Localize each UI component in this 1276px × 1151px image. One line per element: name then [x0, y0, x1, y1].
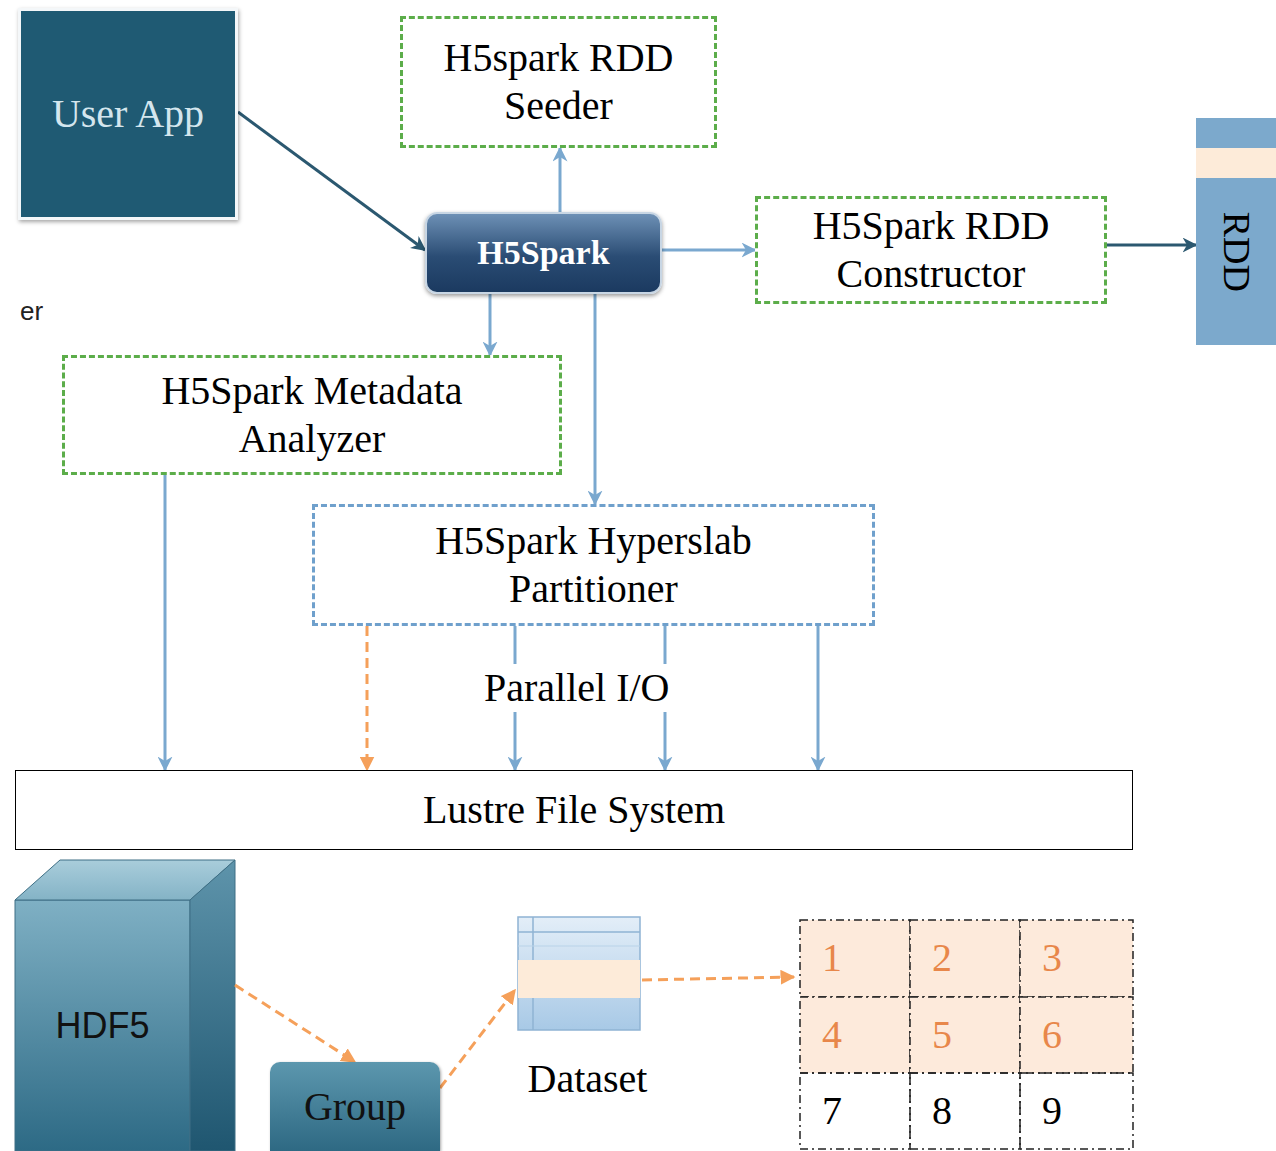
cell-number: 9	[1042, 1087, 1062, 1135]
text-holder: Dataset	[528, 1055, 648, 1103]
text-holder: H5Spark RDD Constructor	[788, 202, 1074, 298]
process-box: H5Spark Metadata Analyzer	[62, 355, 562, 475]
node-label: RDD	[1213, 211, 1259, 291]
text-holder: H5spark RDD Seeder	[417, 34, 700, 130]
text-holder: H5Spark Hyperslab Partitioner	[375, 517, 812, 613]
connector-arrow	[440, 990, 515, 1088]
grid-cell	[800, 997, 910, 1073]
connector-arrow	[489, 294, 492, 355]
cell-number: 5	[932, 1011, 952, 1059]
process-box: H5Spark RDD Constructor	[755, 196, 1107, 304]
process-box: H5spark RDD Seeder	[400, 16, 717, 148]
text-holder: HDF5	[55, 1004, 149, 1047]
text-holder: RDD	[1196, 229, 1276, 275]
hdf5-cube	[15, 860, 235, 1151]
app-box: User App	[18, 8, 238, 220]
connector-arrow	[235, 985, 355, 1062]
process-box: H5Spark Hyperslab Partitioner	[312, 504, 875, 626]
connector-arrow	[594, 294, 597, 504]
cell-number: 2	[932, 934, 952, 982]
node-label: User App	[52, 91, 204, 136]
cube-side	[190, 860, 235, 1151]
node-label: H5Spark Hyperslab Partitioner	[435, 518, 752, 611]
cell-number: 4	[822, 1011, 842, 1059]
table-rule	[518, 931, 640, 933]
cell-number: 7	[822, 1087, 842, 1135]
rdd-bar: RDD	[1196, 118, 1276, 345]
hdf5-file: HDF5	[15, 860, 235, 1151]
text-holder: H5Spark Metadata Analyzer	[105, 367, 519, 463]
node-label: Lustre File System	[423, 787, 725, 832]
text-holder: Lustre File System	[423, 786, 725, 834]
cell-number: 1	[822, 934, 842, 982]
io-note: Parallel I/O	[480, 664, 674, 712]
node-label: Dataset	[528, 1056, 648, 1101]
grid-cell	[910, 997, 1020, 1073]
text-holder: Group	[304, 1083, 406, 1131]
node-label: HDF5	[55, 1005, 149, 1046]
node-label: H5Spark RDD Constructor	[813, 203, 1050, 296]
logo-button: H5Spark	[425, 212, 662, 294]
filesystem-band: Lustre File System	[15, 770, 1133, 850]
table-rule	[518, 946, 640, 947]
grid-cell	[800, 920, 910, 997]
selection-arrow	[642, 977, 794, 980]
dataset-icon	[518, 917, 640, 1030]
connector-arrow	[366, 626, 369, 770]
text-holder: User App	[52, 90, 204, 138]
hyperslab-grid	[800, 920, 1133, 1149]
node-label: H5Spark Metadata Analyzer	[161, 368, 462, 461]
connector-arrow	[559, 148, 562, 212]
cell-number: 3	[1042, 934, 1062, 982]
grid-cell	[800, 1073, 910, 1149]
connector-arrow	[164, 475, 167, 770]
connector-arrow	[662, 249, 755, 252]
dataset-node: Dataset	[515, 915, 660, 1115]
grid-cell	[910, 920, 1020, 997]
group-folder: Group	[270, 1062, 440, 1151]
connector-arrow	[817, 626, 820, 770]
grid-cell	[1020, 997, 1133, 1073]
node-label: H5Spark	[477, 234, 609, 271]
node-label: H5spark RDD Seeder	[444, 35, 674, 128]
table-body	[518, 917, 640, 1030]
connector-arrow	[238, 112, 425, 250]
table-highlight-row	[518, 960, 640, 998]
grid-cell	[910, 1073, 1020, 1149]
cube-front	[15, 900, 190, 1151]
connector-arrow	[1107, 244, 1196, 247]
text-holder: H5Spark	[477, 233, 609, 274]
grid-cell	[1020, 1073, 1133, 1149]
cell-number: 8	[932, 1087, 952, 1135]
node-label: Group	[304, 1084, 406, 1129]
grid-cell	[1020, 920, 1133, 997]
cell-number: 6	[1042, 1011, 1062, 1059]
cut-off-text: er	[20, 296, 43, 327]
